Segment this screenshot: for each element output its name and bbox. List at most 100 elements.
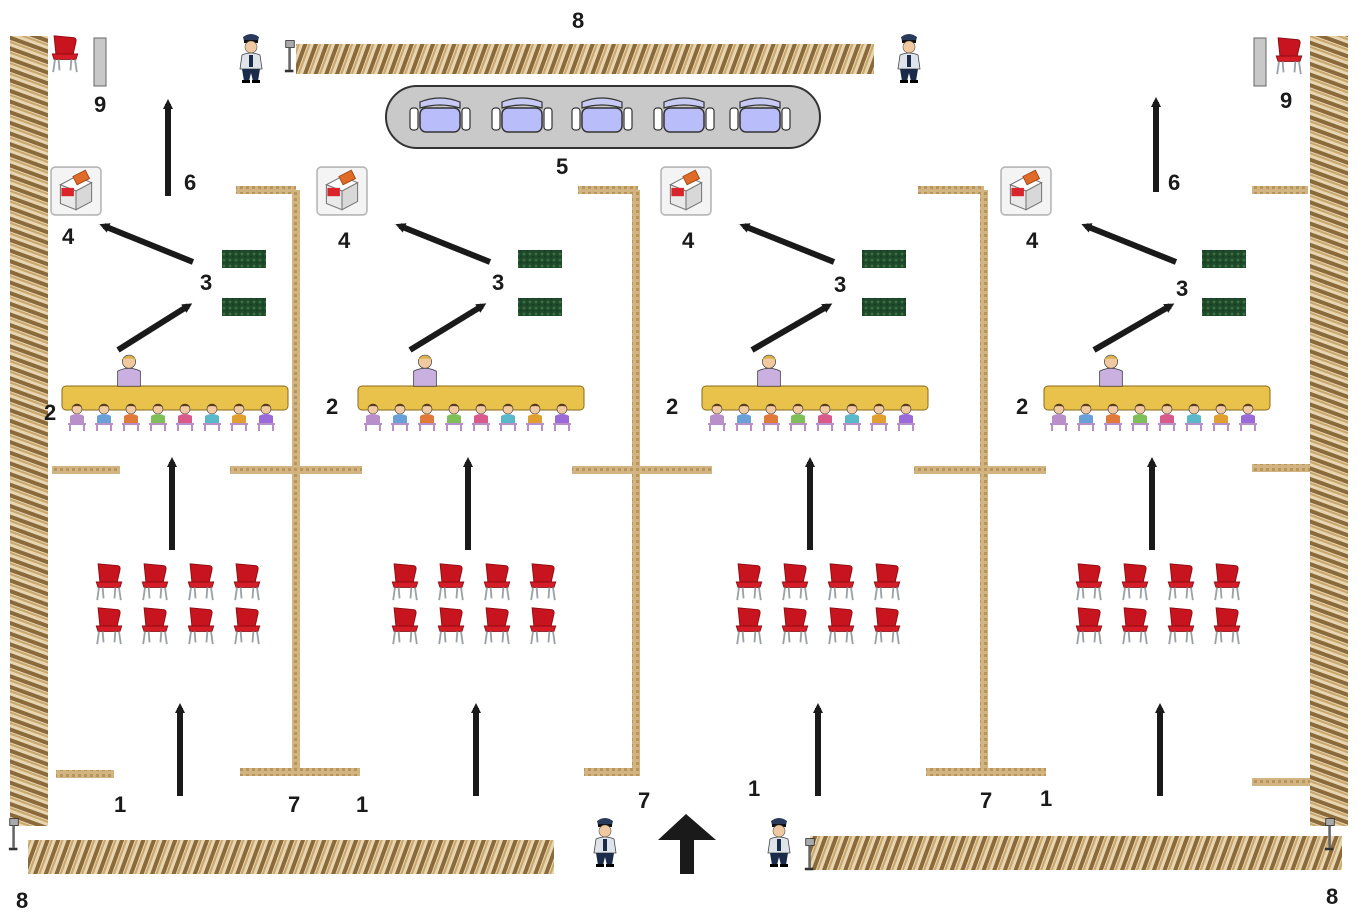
label-voting-desks: 3 <box>492 270 505 295</box>
voting-screen-icon <box>1202 250 1246 268</box>
label-ballot-box: 4 <box>338 228 351 253</box>
chair-icon <box>1167 562 1195 602</box>
left-wall <box>10 36 48 826</box>
voting-screen-icon <box>518 298 562 316</box>
chair-icon <box>873 606 901 646</box>
right-wall <box>1310 36 1348 826</box>
registration-desk <box>357 385 585 411</box>
chair-icon <box>1213 606 1241 646</box>
voting-screen-icon <box>222 250 266 268</box>
chair-icon <box>827 606 855 646</box>
arrow-icon <box>750 303 833 353</box>
flow-arrows <box>99 97 1178 874</box>
partitions <box>52 186 1310 786</box>
security-camera-icon <box>8 818 19 851</box>
corner-screen-left <box>93 37 107 87</box>
official-icon <box>1099 354 1123 387</box>
official-icon <box>117 354 141 387</box>
arrow-icon <box>395 223 492 265</box>
partition-bar-6 <box>578 186 638 194</box>
label-partition: 7 <box>980 788 993 813</box>
label-registration: 2 <box>44 400 57 425</box>
ballot-box-icon <box>316 166 368 216</box>
arrow-icon <box>1092 303 1175 353</box>
official-icon <box>413 354 437 387</box>
chair-icon <box>1121 562 1149 602</box>
voting-screen-icon <box>222 298 266 316</box>
chair-icon <box>51 34 79 74</box>
label-exit: 6 <box>1168 170 1181 195</box>
chair-icon <box>735 562 763 602</box>
partition-bar-4 <box>52 466 120 474</box>
label-registration: 2 <box>666 394 679 419</box>
chair-icon <box>437 606 465 646</box>
ballot-box-icon <box>50 166 102 216</box>
chair-icon <box>1275 36 1303 76</box>
chair-icon <box>529 562 557 602</box>
partition-bar-9 <box>918 186 984 194</box>
chair-icon <box>187 606 215 646</box>
top-wall <box>296 44 874 74</box>
registration-desk <box>61 385 289 411</box>
label-wall: 8 <box>16 888 29 913</box>
label-partition: 7 <box>638 788 651 813</box>
chair-icon <box>95 606 123 646</box>
label-ballot-box: 4 <box>62 224 75 249</box>
partition-bar-13 <box>1252 464 1310 472</box>
label-voting-desks: 3 <box>1176 276 1189 301</box>
chair-icon <box>1075 606 1103 646</box>
chair-icon <box>437 562 465 602</box>
arrow-icon <box>99 223 195 265</box>
label-registration: 2 <box>326 394 339 419</box>
main-entrance-arrow <box>658 814 716 874</box>
partition-bar-3 <box>240 768 360 776</box>
label-registration: 2 <box>1016 394 1029 419</box>
chair-icon <box>141 562 169 602</box>
label-entrance: 1 <box>114 792 127 817</box>
label-central-desks: 5 <box>556 154 569 179</box>
partition-post-2 <box>632 190 640 774</box>
label-entrance: 1 <box>356 792 369 817</box>
partition-post-1 <box>292 190 300 774</box>
chair-icon <box>529 606 557 646</box>
label-entrance: 1 <box>1040 786 1053 811</box>
partition-bar-11 <box>926 768 1046 776</box>
partition-post-3 <box>980 190 988 774</box>
police-officer-icon <box>767 817 791 868</box>
voting-screen-icon <box>862 298 906 316</box>
partition-bar-7 <box>572 466 712 474</box>
chair-icon <box>1075 562 1103 602</box>
chair-icon <box>141 606 169 646</box>
chair-icon <box>95 562 123 602</box>
furniture <box>8 33 1335 871</box>
label-partition: 7 <box>288 792 301 817</box>
partition-bar-10 <box>914 466 1046 474</box>
chair-icon <box>1121 606 1149 646</box>
chair-icon <box>781 606 809 646</box>
ballot-box-icon <box>660 166 712 216</box>
partition-bar-8 <box>584 768 640 776</box>
police-officer-icon <box>897 33 921 84</box>
label-ballot-box: 4 <box>682 228 695 253</box>
chair-icon <box>233 562 261 602</box>
police-officer-icon <box>593 817 617 868</box>
label-voting-desks: 3 <box>834 272 847 297</box>
arrow-icon <box>116 303 193 353</box>
chair-icon <box>391 562 419 602</box>
label-wall: 8 <box>572 8 585 33</box>
partition-bar-2 <box>230 466 362 474</box>
chair-icon <box>233 606 261 646</box>
corner-screen-right <box>1253 37 1267 87</box>
label-wall: 8 <box>1326 884 1339 909</box>
chair-icon <box>735 606 763 646</box>
chair-icon <box>873 562 901 602</box>
label-voting-desks: 3 <box>200 270 213 295</box>
chair-icon <box>1167 606 1195 646</box>
label-entrance: 1 <box>748 776 761 801</box>
bottom-wall-right <box>810 836 1342 870</box>
security-camera-icon <box>284 40 295 73</box>
arrow-icon <box>739 223 836 265</box>
registration-desk <box>1043 385 1271 411</box>
bottom-wall-left <box>28 840 554 874</box>
